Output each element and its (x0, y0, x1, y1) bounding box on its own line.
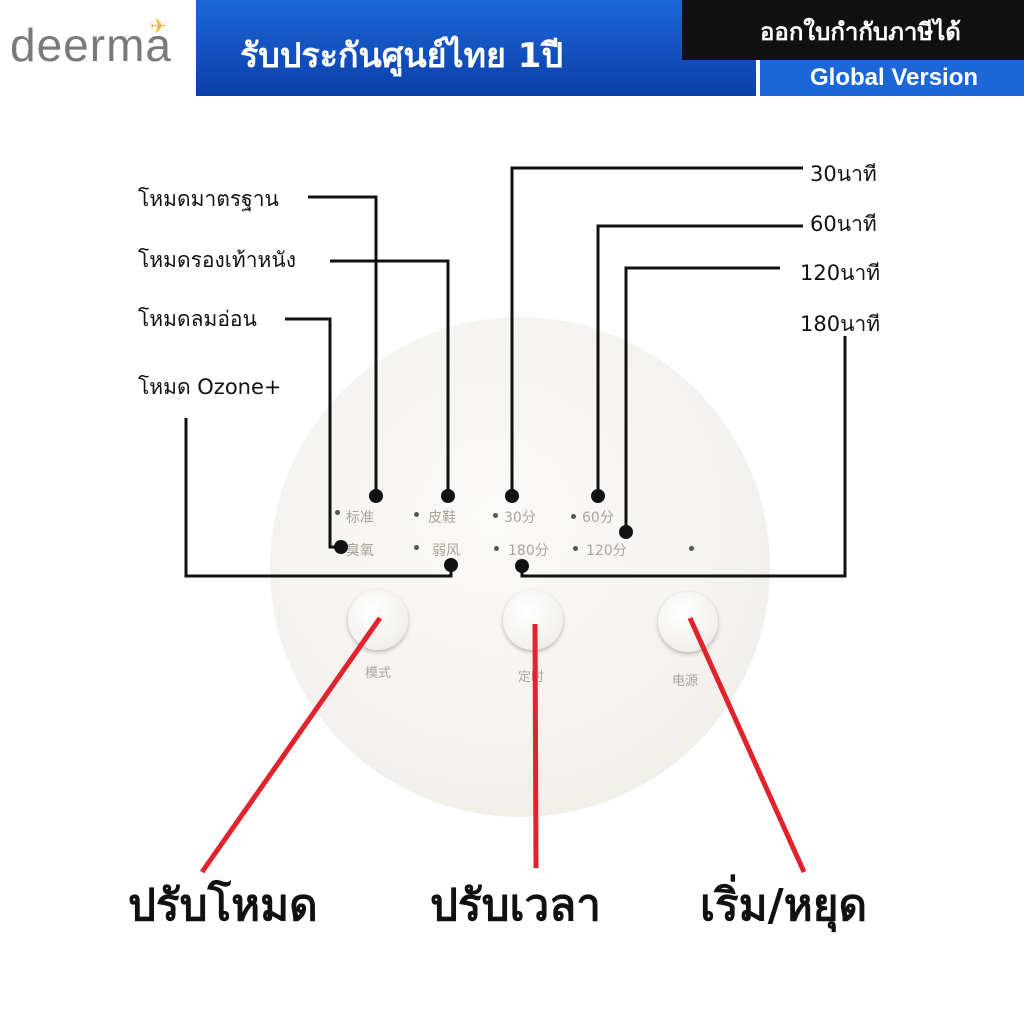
callout-dot (441, 489, 455, 503)
line-120min (624, 266, 780, 532)
power-led (689, 546, 694, 551)
label-time-60: 60นาที (810, 212, 877, 236)
line-ozone (184, 418, 453, 578)
label-time-180: 180นาที (800, 312, 881, 336)
line-soft-wind (285, 317, 341, 549)
callout-dot (334, 540, 348, 554)
line-180min (520, 336, 847, 578)
indicator-ozone: 臭氧 (346, 543, 374, 559)
action-adjust-mode: ปรับโหมด (128, 880, 318, 931)
callout-dot (505, 489, 519, 503)
warranty-banner (196, 0, 756, 96)
red-arrow-power (687, 616, 807, 874)
red-arrow-timer (532, 623, 539, 869)
label-time-120: 120นาที (800, 261, 881, 285)
mode-button-caption: 模式 (365, 666, 392, 681)
indicator-30min: 30分 (504, 510, 536, 526)
brand-logo: deerma (10, 19, 172, 71)
callout-dot (619, 525, 633, 539)
led-dot (414, 512, 419, 517)
action-start-stop: เริ่ม/หยุด (700, 880, 868, 931)
power-button-caption: 电源 (672, 674, 699, 689)
indicator-120min: 120分 (586, 543, 627, 559)
callout-dot (369, 489, 383, 503)
header-bar: deerma ✈ รับประกันศูนย์ไทย 1ปี ออกใบกำกั… (0, 0, 1024, 96)
indicator-60min: 60分 (582, 510, 614, 526)
indicator-180min: 180分 (508, 543, 549, 559)
label-mode-soft-wind: โหมดลมอ่อน (138, 307, 257, 331)
indicator-leather-shoes: 皮鞋 (428, 510, 456, 526)
label-mode-leather: โหมดรองเท้าหนัง (138, 248, 297, 272)
power-button[interactable] (658, 592, 718, 652)
led-dot (414, 545, 419, 550)
label-mode-ozone: โหมด Ozone+ (138, 375, 282, 399)
line-leather (330, 259, 450, 496)
indicator-standard: 标准 (346, 510, 374, 526)
version-badge-text: Global Version (810, 64, 979, 91)
callout-dot (515, 559, 529, 573)
callout-dot (591, 489, 605, 503)
version-badge (760, 60, 1024, 96)
led-dot (573, 546, 578, 551)
action-adjust-time: ปรับเวลา (430, 880, 601, 931)
red-arrow-mode (199, 616, 383, 874)
label-time-30: 30นาที (810, 162, 877, 186)
indicator-weak-wind: 弱风 (432, 543, 460, 559)
led-dot (571, 514, 576, 519)
led-dot (493, 513, 498, 518)
warranty-text: รับประกันศูนย์ไทย 1ปี (240, 36, 564, 76)
tax-badge (682, 0, 1024, 60)
line-60min (596, 224, 803, 496)
label-mode-standard: โหมดมาตรฐาน (138, 187, 279, 211)
line-standard (308, 195, 378, 496)
line-30min (510, 166, 803, 496)
led-dot (494, 546, 499, 551)
tax-badge-text: ออกใบกำกับภาษีได้ (760, 18, 961, 46)
logo-accent-icon: ✈ (150, 14, 167, 38)
callout-dot (444, 558, 458, 572)
led-dot (335, 510, 340, 515)
